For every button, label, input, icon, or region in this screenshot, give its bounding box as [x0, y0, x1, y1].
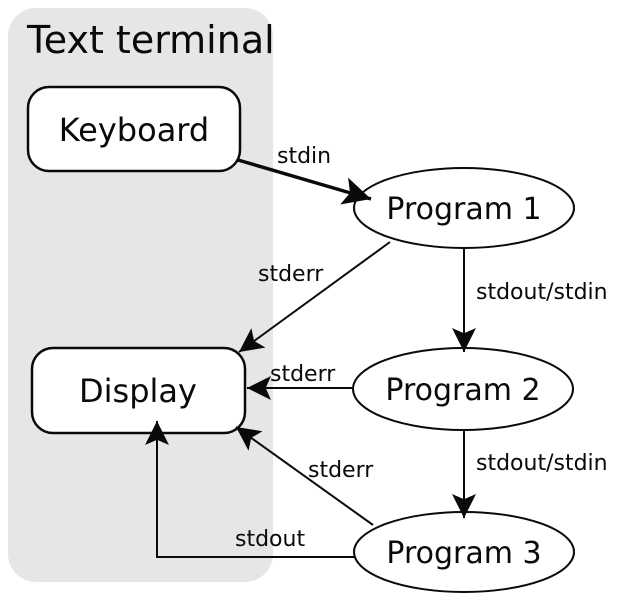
edge-program3-display-stdout-label: stdout [235, 527, 305, 552]
program2-node-label: Program 2 [385, 373, 540, 408]
program3-node-label: Program 3 [386, 536, 541, 571]
display-node-label: Display [79, 372, 197, 410]
edge-program2-program3-stdout-stdin-label: stdout/stdin [476, 451, 608, 476]
text-terminal-title: Text terminal [26, 18, 275, 62]
edge-keyboard-program1-stdin-arrow [237, 158, 372, 205]
keyboard-node [26, 85, 242, 173]
edge-keyboard-program1-stdin-label: stdin [277, 144, 331, 169]
program1-node [353, 167, 575, 249]
program1-node-label: Program 1 [386, 192, 541, 227]
keyboard-node-label: Keyboard [59, 111, 209, 149]
edge-program3-display-stderr-label: stderr [308, 458, 374, 483]
edge-program1-display-stderr-arrow [238, 241, 391, 353]
edge-program3-display-stdout-arrow [145, 421, 354, 558]
display-node [30, 346, 247, 435]
edge-program2-display-stderr-label: stderr [270, 362, 336, 387]
edge-program1-program2-stdout-stdin-label: stdout/stdin [476, 280, 608, 305]
edge-program3-display-stderr-arrow [235, 426, 374, 526]
edge-program1-display-stderr-label: stderr [258, 262, 324, 287]
